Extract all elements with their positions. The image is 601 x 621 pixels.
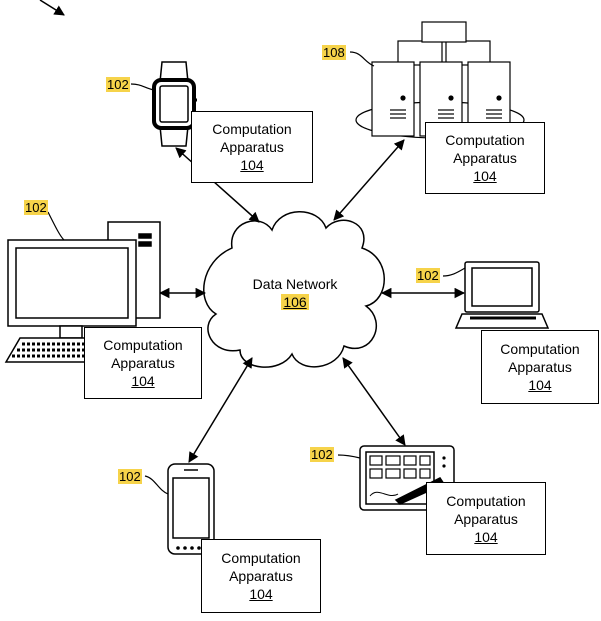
- box-ref: 104: [474, 528, 498, 545]
- smartwatch-icon: [152, 61, 197, 147]
- box-line2: Apparatus: [508, 359, 572, 375]
- box-line2: Apparatus: [111, 355, 175, 371]
- computation-box-desktop: Computation Apparatus 104: [84, 327, 202, 399]
- tag-laptop: 102: [416, 268, 440, 283]
- data-network-label: Data Network 106: [230, 275, 360, 311]
- box-line1: Computation: [500, 341, 580, 357]
- tag-leader-watch: [130, 83, 155, 91]
- box-line2: Apparatus: [453, 150, 517, 166]
- tag-phone: 102: [118, 469, 142, 484]
- link-tablet: [342, 357, 406, 446]
- tag-leader-server: [349, 51, 375, 67]
- box-ref: 104: [473, 168, 497, 184]
- computation-box-watch: Computation Apparatus 104: [191, 111, 313, 183]
- server-cluster-icon: [355, 21, 525, 139]
- link-watch: [175, 147, 260, 223]
- tag-watch: 102: [106, 77, 130, 92]
- box-line2: Apparatus: [454, 510, 518, 527]
- computation-box-laptop: Computation Apparatus 104: [481, 330, 599, 404]
- box-ref: 104: [528, 377, 552, 393]
- tag-server: 108: [322, 45, 346, 60]
- box-ref: 104: [131, 373, 155, 389]
- data-network-cloud: [203, 211, 385, 368]
- box-line1: Computation: [221, 550, 301, 566]
- box-ref: 104: [249, 586, 273, 602]
- data-network-ref: 106: [281, 294, 309, 310]
- computation-box-phone: Computation Apparatus 104: [201, 539, 321, 613]
- box-line1: Computation: [445, 132, 525, 148]
- box-line1: Computation: [212, 121, 292, 137]
- computation-box-tablet: Computation Apparatus 104: [426, 482, 546, 555]
- tag-leader-tablet: [337, 454, 361, 459]
- tag-tablet: 102: [310, 447, 334, 462]
- tag-desktop: 102: [24, 200, 48, 215]
- smartphone-icon: [167, 463, 215, 555]
- box-line2: Apparatus: [220, 139, 284, 155]
- box-line2: Apparatus: [229, 568, 293, 584]
- tag-leader-laptop: [442, 267, 466, 277]
- tag-leader-phone: [144, 475, 169, 495]
- link-server: [333, 139, 405, 221]
- box-line1: Computation: [103, 337, 183, 353]
- tablet-stylus-icon: [359, 445, 455, 511]
- desktop-computer-icon: [4, 221, 161, 363]
- computation-box-server: Computation Apparatus 104: [425, 122, 545, 194]
- link-phone: [188, 357, 253, 463]
- data-network-title: Data Network: [252, 276, 338, 292]
- box-ref: 104: [240, 157, 264, 173]
- tag-leader-desktop: [47, 211, 65, 241]
- figure-pointer-arrow: [39, 0, 65, 16]
- box-line1: Computation: [446, 492, 526, 509]
- laptop-icon: [454, 261, 550, 329]
